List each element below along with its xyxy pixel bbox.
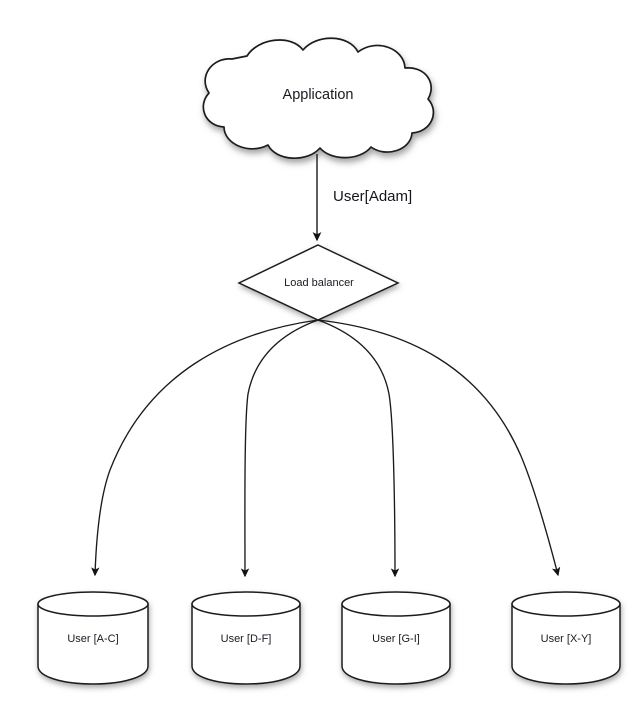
edge-to-shard-2 — [240, 319, 319, 578]
edge-application-to-loadbalancer: User[Adam] — [312, 154, 412, 242]
cylinder-top-1 — [37, 591, 149, 617]
cylinder-body-1 — [37, 603, 149, 685]
node-diamond-load-balancer[interactable]: Load balancer — [237, 244, 400, 321]
edge-to-shard-1 — [91, 319, 319, 577]
cylinder-body-2 — [191, 603, 301, 685]
cylinder-label-3: User [G-I] — [372, 633, 420, 645]
edge-group-loadbalancer-to-shards — [91, 319, 561, 578]
cylinder-top-4 — [511, 591, 621, 617]
cylinder-body-3 — [341, 603, 451, 685]
cylinder-body-4 — [511, 603, 621, 685]
cylinder-top-2 — [191, 591, 301, 617]
node-cylinder-user-g-i[interactable]: User [G-I] — [341, 591, 451, 685]
cloud-label: Application — [283, 87, 354, 103]
node-cylinder-user-d-f[interactable]: User [D-F] — [191, 591, 301, 685]
cylinder-label-2: User [D-F] — [221, 633, 272, 645]
node-cylinder-user-a-c[interactable]: User [A-C] — [37, 591, 149, 685]
edge-to-shard-3 — [317, 319, 400, 578]
diamond-label: Load balancer — [284, 277, 354, 289]
cylinder-label-4: User [X-Y] — [541, 633, 592, 645]
edge-to-shard-4 — [317, 319, 561, 577]
cylinder-top-3 — [341, 591, 451, 617]
node-cloud-application[interactable]: Application — [202, 37, 435, 160]
cloud-shape — [202, 37, 435, 160]
edge-label-user-adam: User[Adam] — [333, 188, 412, 205]
node-cylinder-user-x-y[interactable]: User [X-Y] — [511, 591, 621, 685]
cylinder-label-1: User [A-C] — [67, 633, 118, 645]
